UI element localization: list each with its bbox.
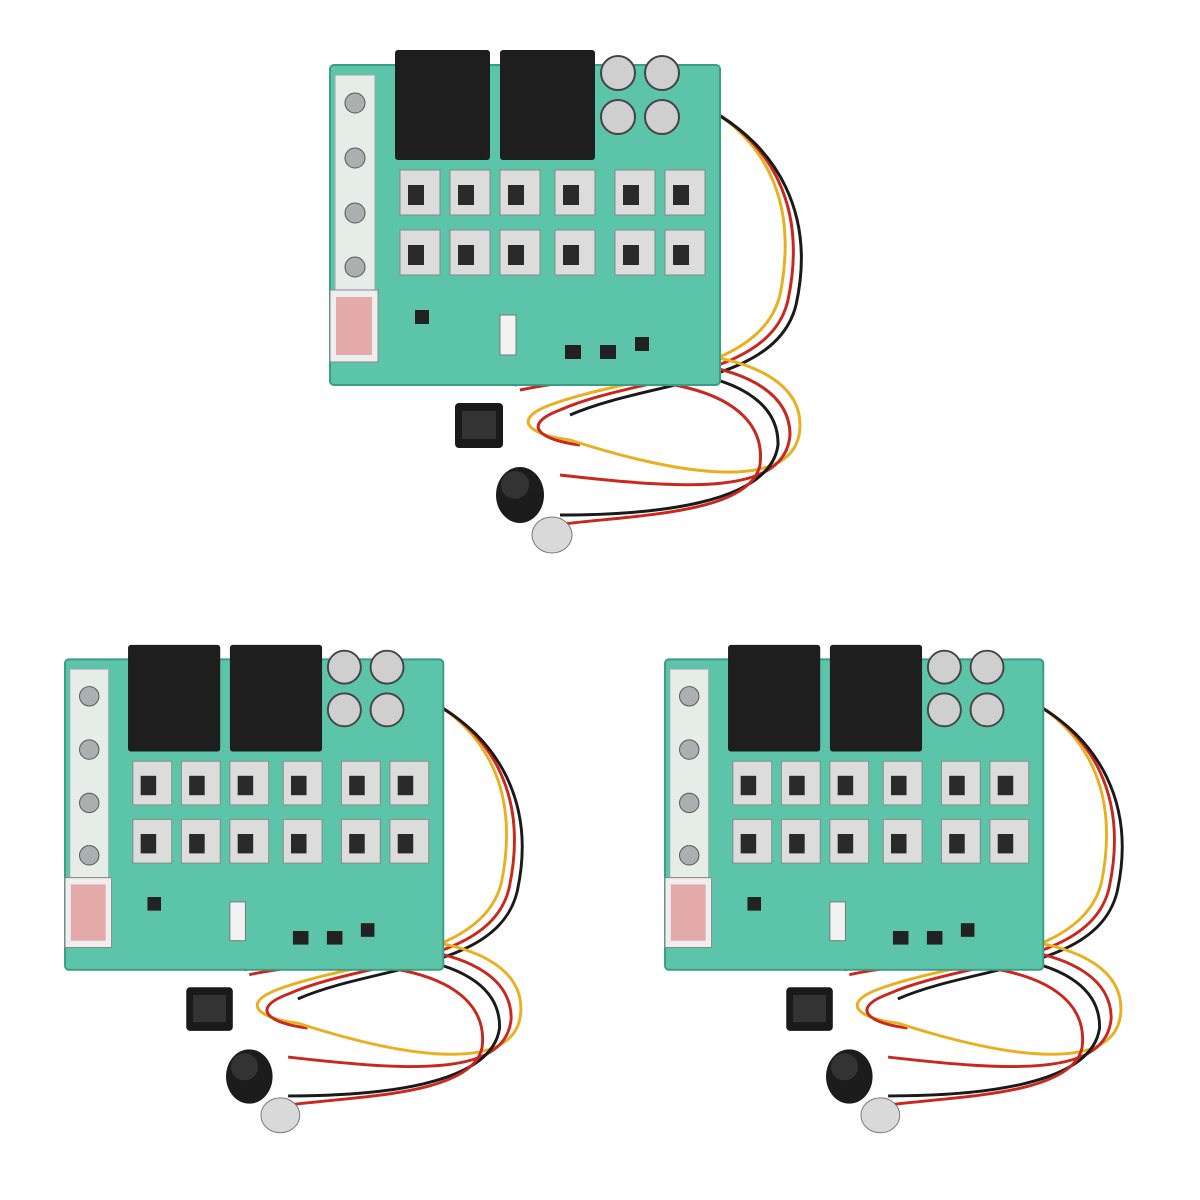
product-photo [63,48,1124,1135]
